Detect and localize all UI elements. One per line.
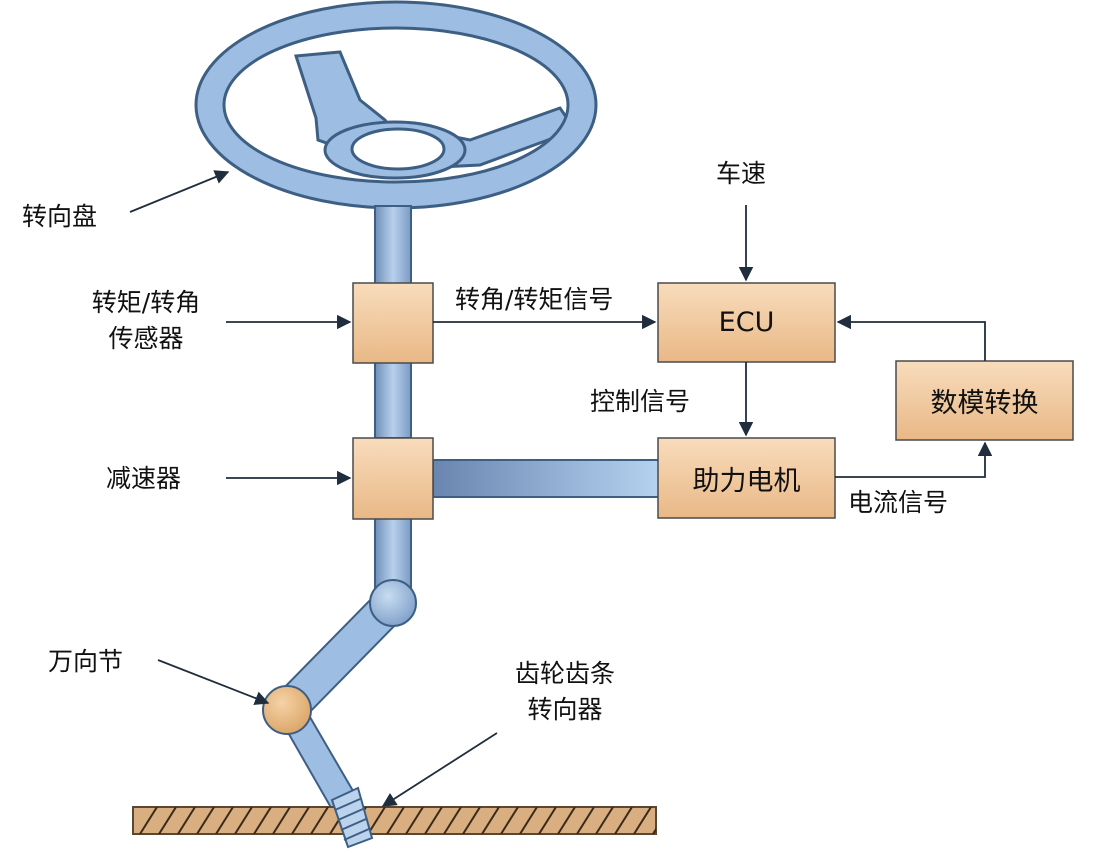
motor-shaft (432, 459, 660, 498)
dac-box (895, 360, 1074, 441)
rack-hatch-line (196, 807, 215, 834)
rack-hatch-line (652, 827, 656, 834)
rack-hatch-line (443, 807, 462, 834)
ecu-label: ECU (718, 307, 775, 338)
rack-hatch-line (272, 807, 291, 834)
arrow-to-joint (157, 659, 270, 705)
sensor-box (352, 282, 434, 364)
reducer-box (352, 437, 434, 520)
rack-hatch-line (234, 807, 253, 834)
rack-hatch-line (519, 807, 538, 834)
rack-hatch-line (557, 807, 576, 834)
dac-label: 数模转换 (930, 388, 1039, 419)
sensor-label-line2: 传感器 (108, 324, 184, 353)
control-signal-label: 控制信号 (590, 387, 691, 416)
arrow-dac-to-ecu (836, 314, 986, 361)
rack-hatch-line (462, 807, 481, 834)
steering-wheel (194, 0, 598, 210)
angle-torque-signal-label: 转角/转矩信号 (455, 285, 614, 314)
arrow-to-rack (381, 732, 498, 807)
rack-bar (132, 806, 689, 835)
rack-hatch-line (291, 807, 310, 834)
current-signal-label: 电流信号 (848, 488, 949, 517)
universal-joint-label: 万向节 (48, 647, 124, 676)
rack-hatch-line (139, 807, 158, 834)
rack-label-line1: 齿轮齿条 (514, 659, 615, 688)
motor-label: 助力电机 (692, 465, 801, 497)
wheel-hub-hole (350, 127, 446, 171)
rack-label-line2: 转向器 (527, 695, 603, 724)
sensor-label-line1: 转矩/转角 (91, 288, 201, 317)
rack-hatch-line (538, 807, 557, 834)
rack-hatch-line (500, 807, 519, 834)
rack-hatch-line (158, 807, 177, 834)
rack-hatch-line (310, 807, 329, 834)
arrow-motor-to-dac (835, 441, 993, 478)
upper-joint (369, 579, 417, 627)
rack-hatch-line (481, 807, 500, 834)
arrow-to-wheel (129, 170, 230, 213)
vehicle-speed-label: 车速 (716, 159, 767, 188)
rack-hatch-line (633, 807, 652, 834)
rack-hatch-line (367, 807, 386, 834)
reducer-label: 减速器 (106, 464, 182, 493)
ecu-box (657, 282, 836, 363)
rack-hatch-line (672, 807, 689, 834)
steering-wheel-label: 转向盘 (22, 202, 98, 231)
rack-hatch-line (253, 807, 272, 834)
column-middle (374, 361, 412, 439)
universal-joint (262, 685, 312, 735)
rack-hatch-line (614, 807, 633, 834)
rack-hatch-line (424, 807, 443, 834)
pinion-gear (330, 786, 374, 849)
rack-hatch-line (177, 807, 196, 834)
rack-hatch-line (386, 807, 405, 834)
rack-hatch-line (405, 807, 424, 834)
motor-box (657, 437, 836, 519)
rack-hatch-line (576, 807, 595, 834)
rack-hatch-line (595, 807, 614, 834)
column-upper (374, 205, 412, 285)
rack-hatch-line (215, 807, 234, 834)
wheel-rim (194, 0, 598, 210)
